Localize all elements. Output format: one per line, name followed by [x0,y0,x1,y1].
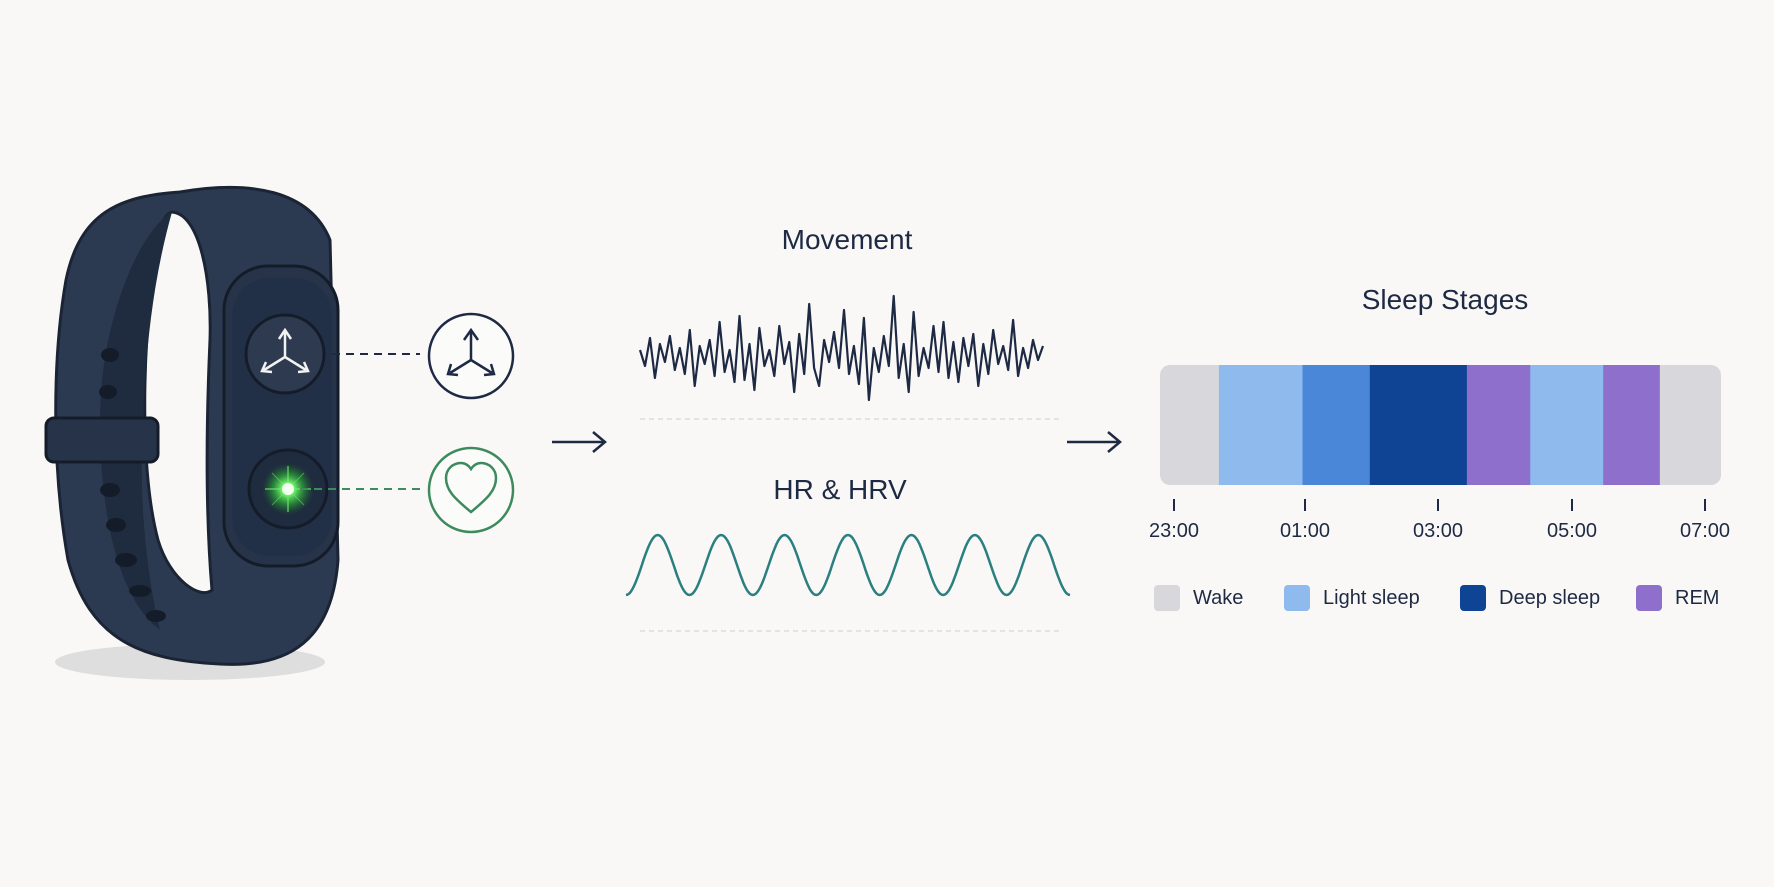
legend-swatch [1636,585,1662,611]
legend-item-wake: Wake [1154,584,1243,612]
heart-outline-icon [427,446,515,534]
legend-swatch [1460,585,1486,611]
sleep-segment-wake [1659,365,1721,485]
sleep-segment-rem [1466,365,1531,485]
sleep-segment-light-sleep [1530,365,1604,485]
sleep-stage-bar [1160,365,1721,485]
sleep-segment-light-sleep [1302,365,1371,485]
strap-hole [101,348,119,362]
sleep-segment-wake [1160,365,1220,485]
legend-item-light-sleep: Light sleep [1284,584,1420,612]
sleep-segment-deep-sleep [1369,365,1468,485]
legend-swatch [1154,585,1180,611]
time-tick-label: 07:00 [1679,520,1731,542]
fitness-band [44,185,340,680]
strap-hole [115,553,137,567]
strap-hole [106,518,126,532]
accelerometer-sensor [244,313,326,395]
accelerometer-axes-icon [427,312,515,400]
legend-swatch [1284,585,1310,611]
legend-label: Light sleep [1323,586,1420,609]
movement-title: Movement [781,224,913,255]
time-tick-label: 05:00 [1546,520,1598,542]
strap-hole [99,385,117,399]
strap-hole [100,483,120,497]
sleep-segment-light-sleep [1218,365,1303,485]
strap-hole [146,610,166,622]
hr-hrv-title: HR & HRV [773,474,907,505]
arrow-to-signals-icon [552,431,607,453]
sleep-stages-title: Sleep Stages [1361,284,1529,315]
hr-hrv-signal-line [625,533,1071,597]
strap-keeper [44,416,160,464]
time-tick-label: 23:00 [1148,520,1200,542]
movement-signal-line [638,294,1045,402]
strap-hole [129,585,151,597]
legend-label: REM [1675,586,1720,609]
legend-label: Deep sleep [1499,586,1601,609]
legend-item-rem: REM [1636,584,1719,612]
legend-item-deep-sleep: Deep sleep [1460,584,1600,612]
time-axis [1173,499,1706,511]
time-tick-label: 01:00 [1279,520,1331,542]
legend-label: Wake [1193,586,1244,609]
arrow-to-stages-icon [1067,431,1122,453]
sleep-segment-rem [1603,365,1661,485]
time-tick-label: 03:00 [1412,520,1464,542]
optical-hr-sensor [247,448,329,530]
